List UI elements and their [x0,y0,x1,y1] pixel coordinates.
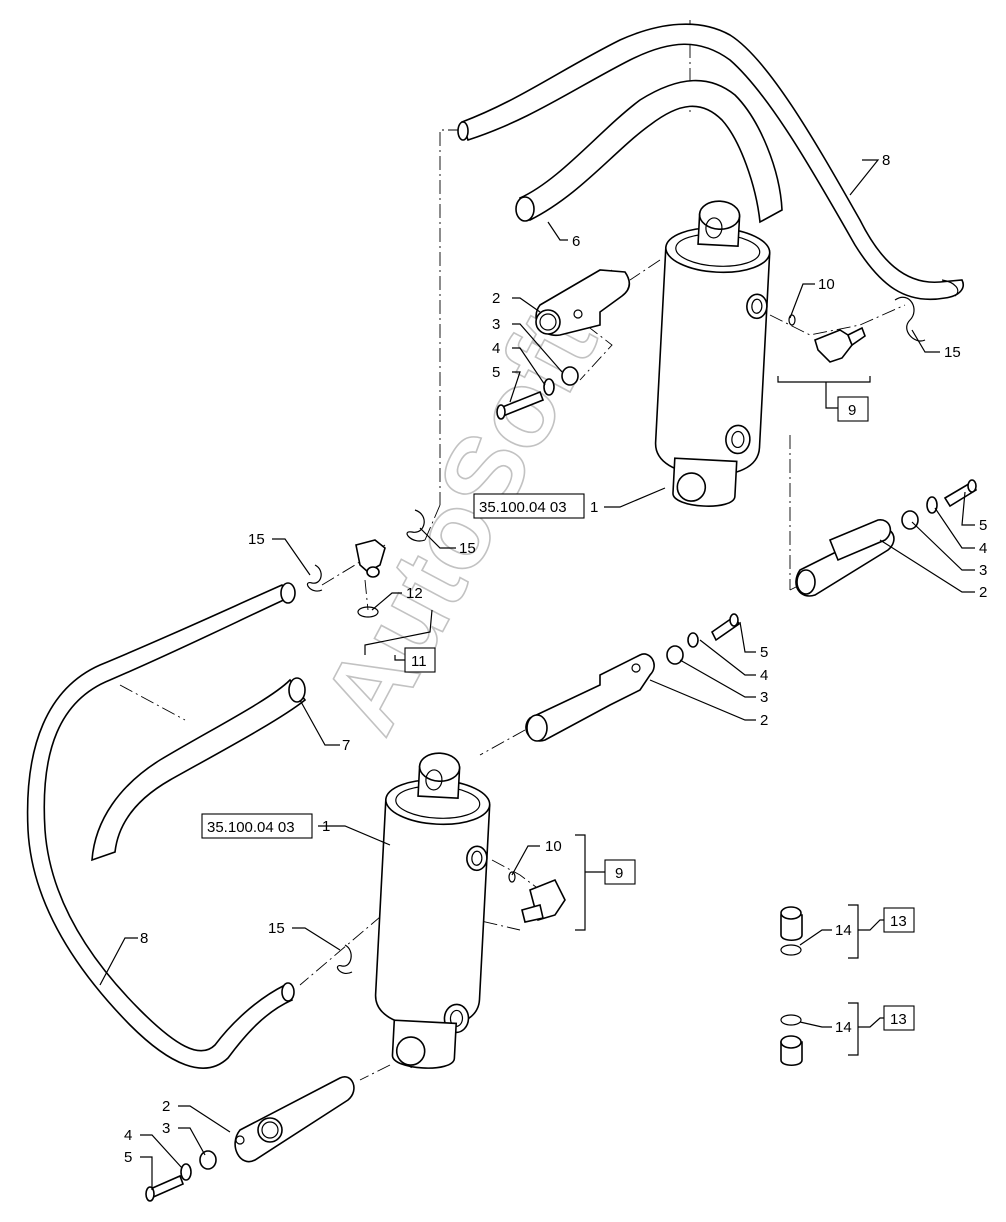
callout-15-middle-right: 15 [459,540,476,557]
ref-box-kit-13-lower[interactable]: 13 [883,1005,915,1031]
callout-15-lower: 15 [268,920,285,937]
callout-3-lower: 3 [162,1120,170,1137]
ref-box-kit-13-lower-text: 13 [890,1011,907,1028]
fasteners-middle [666,613,741,665]
pin-middle [525,653,655,742]
callout-15-upper-right: 15 [944,344,961,361]
callout-labels: 8 6 2 3 4 5 10 15 1 5 4 3 2 15 15 12 7 5… [124,152,987,1166]
callout-10-lower: 10 [545,838,562,855]
hose-6 [515,79,783,224]
elbow-fitting-middle [355,539,386,618]
elbow-fitting-lower [508,871,566,923]
pin-upper-right [795,519,895,597]
callout-14-lower: 14 [835,1019,852,1036]
ref-box-kit-13-upper[interactable]: 13 [883,907,915,933]
callout-10-upper: 10 [818,276,835,293]
upper-hydraulic-cylinder [654,200,771,507]
ref-box-kit-9-lower[interactable]: 9 [604,859,636,885]
hose-7 [91,677,307,862]
fasteners-upper-left [496,366,579,420]
callout-5-right: 5 [979,517,987,534]
callout-3-middle: 3 [760,689,768,706]
fasteners-lower [145,1150,217,1202]
callout-2-middle: 2 [760,712,768,729]
callout-8-lower: 8 [140,930,148,947]
hose-8-lower [26,582,296,1069]
callout-2-lower: 2 [162,1098,170,1115]
ref-box-kit-9-upper[interactable]: 9 [837,396,869,422]
callout-1-lower: 1 [322,818,330,835]
ref-box-assembly-upper[interactable]: 35.100.04 03 [473,493,585,519]
callout-3-upper: 3 [492,316,500,333]
callout-2-right: 2 [979,584,987,601]
callout-4-upper: 4 [492,340,500,357]
fasteners-upper-right [901,479,978,530]
callout-4-lower: 4 [124,1127,132,1144]
callout-3-right: 3 [979,562,987,579]
hose-clips [307,296,926,974]
elbow-fitting-upper [788,314,866,363]
callout-5-upper: 5 [492,364,500,381]
callout-4-middle: 4 [760,667,768,684]
ref-box-kit-9-upper-text: 9 [848,402,856,419]
callout-14-upper: 14 [835,922,852,939]
watermark-text: AutoSoft [298,292,619,751]
ref-box-kit-9-lower-text: 9 [615,865,623,882]
callout-8-upper: 8 [882,152,890,169]
callout-1-upper: 1 [590,499,598,516]
ref-box-kit-13-upper-text: 13 [890,913,907,930]
ref-box-kit-11-text: 11 [411,653,427,670]
ref-box-assembly-lower[interactable]: 35.100.04 03 [201,813,313,839]
hose-8-upper [457,23,964,301]
callout-12: 12 [406,585,423,602]
pin-lower [234,1076,355,1163]
assembly-centerlines [119,20,906,1141]
watermark: AutoSoft [298,291,620,752]
callout-4-right: 4 [979,540,987,557]
ref-box-assembly-lower-text: 35.100.04 03 [207,819,295,836]
callout-15-middle-left: 15 [248,531,265,548]
ref-box-kit-11[interactable]: 11 [404,647,436,673]
lower-hydraulic-cylinder [374,752,491,1069]
callout-5-lower: 5 [124,1149,132,1166]
ref-box-assembly-upper-text: 35.100.04 03 [479,499,567,516]
plug-upper [780,906,803,956]
callout-2-upper: 2 [492,290,500,307]
leader-lines [99,159,975,1190]
callout-5-middle: 5 [760,644,768,661]
callout-7: 7 [342,737,350,754]
pin-upper-left [535,269,631,336]
callout-6: 6 [572,233,580,250]
plug-lower [780,1014,803,1067]
